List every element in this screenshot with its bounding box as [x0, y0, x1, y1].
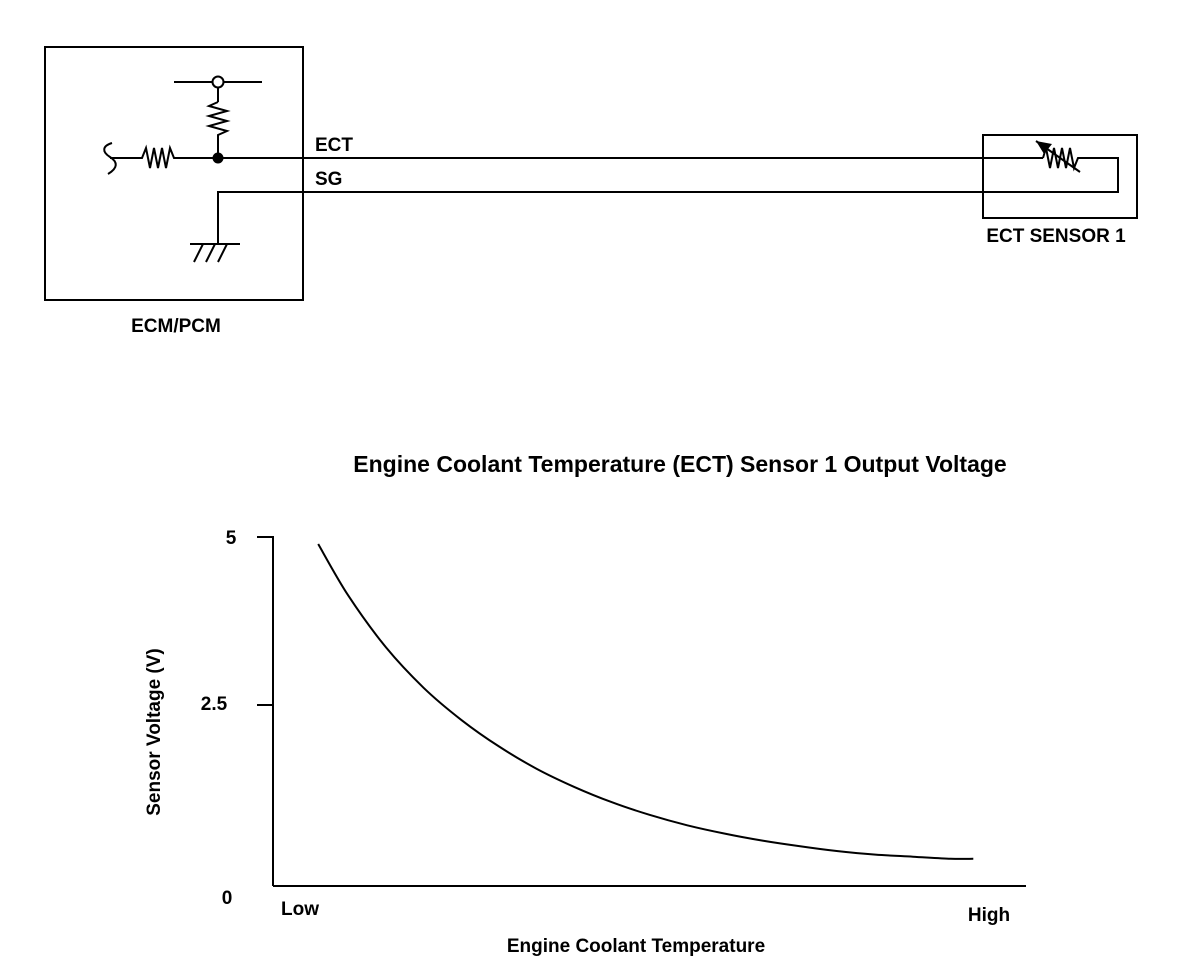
ground-icon — [190, 243, 240, 263]
sg-wire — [217, 157, 1119, 244]
y-tick-label-5: 5 — [226, 528, 237, 549]
wire-ect-label: ECT — [315, 135, 353, 156]
ecm-box — [44, 46, 304, 301]
ecm-label: ECM/PCM — [131, 316, 221, 337]
input-resistor-icon — [110, 144, 218, 169]
chart-title: Engine Coolant Temperature (ECT) Sensor … — [353, 451, 1006, 477]
x-tick-label-high: High — [968, 905, 1010, 926]
voltage-curve — [317, 543, 974, 860]
pullup-terminal-icon — [174, 75, 262, 102]
wire-sg-label: SG — [315, 169, 342, 190]
x-axis-label: Engine Coolant Temperature — [507, 936, 765, 957]
variable-resistor-icon — [1035, 140, 1081, 173]
ect-sensor-box — [982, 134, 1138, 219]
y-axis-label: Sensor Voltage (V) — [144, 648, 165, 816]
x-tick-label-low: Low — [281, 899, 319, 920]
pullup-resistor-icon — [205, 101, 231, 158]
sensor-label: ECT SENSOR 1 — [986, 226, 1126, 247]
y-tick-label-0: 0 — [222, 888, 233, 909]
y-tick-label-2-5: 2.5 — [201, 694, 228, 715]
